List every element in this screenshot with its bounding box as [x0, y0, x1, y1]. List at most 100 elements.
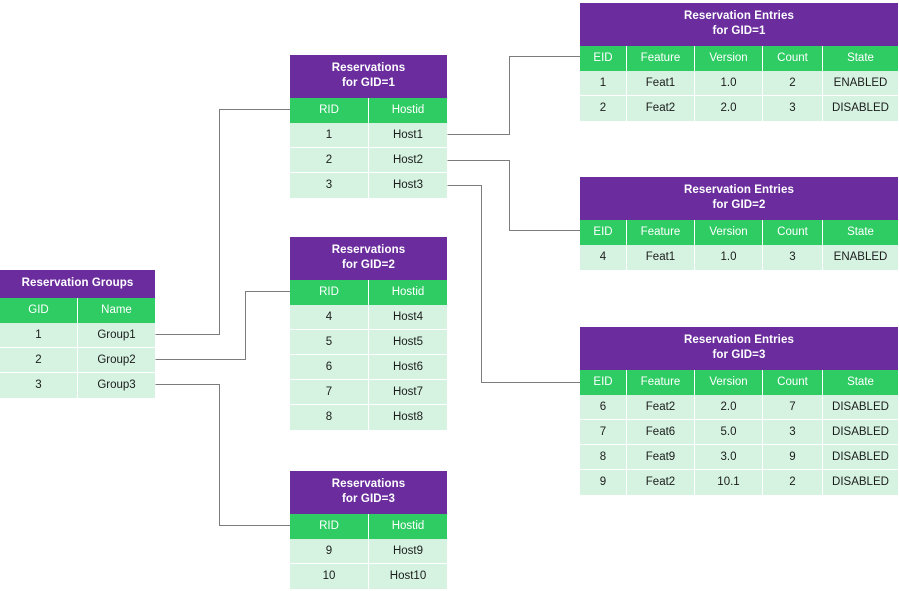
table-row[interactable]: 6 Feat2 2.0 7 DISABLED — [580, 395, 898, 420]
reservations-cell-rid: 9 — [290, 539, 369, 563]
table-row[interactable]: 2 Host2 — [290, 148, 447, 173]
groups-table-title: Reservation Groups — [0, 270, 155, 298]
groups-header-name: Name — [101, 304, 132, 316]
entries-header-feature: Feature — [627, 46, 695, 71]
reservations-header-hostid: Hostid — [391, 520, 425, 532]
table-row[interactable]: 9 Feat2 10.1 2 DISABLED — [580, 470, 898, 495]
entries-cell-version: 1.0 — [695, 245, 763, 270]
title-line-2: for GID=2 — [342, 259, 395, 271]
entries-header-eid: EID — [580, 220, 627, 245]
table-row[interactable]: 5 Host5 — [290, 330, 447, 355]
entries-cell-feature: Feat9 — [627, 445, 695, 469]
entries-cell-version: 2.0 — [695, 96, 763, 121]
table-row[interactable]: 3 Host3 — [290, 173, 447, 198]
groups-cell-name: Group1 — [97, 329, 136, 341]
table-row[interactable]: 7 Host7 — [290, 380, 447, 405]
reservations-table-gid3: Reservations for GID=3 RID Hostid 9 Host… — [290, 471, 447, 589]
table-row[interactable]: 2 Group2 — [0, 348, 155, 373]
reservations-gid2-title: Reservations for GID=2 — [290, 237, 447, 280]
entries-cell-count: 3 — [763, 420, 823, 444]
title-line-2: for GID=3 — [712, 349, 766, 361]
table-row[interactable]: 7 Feat6 5.0 3 DISABLED — [580, 420, 898, 445]
entries-cell-feature: Feat6 — [627, 420, 695, 444]
reservations-table-gid2: Reservations for GID=2 RID Hostid 4 Host… — [290, 237, 447, 430]
entries-header-count: Count — [763, 46, 823, 71]
entries-header-version: Version — [695, 370, 763, 395]
reservations-cell-hostid: Host1 — [392, 129, 424, 141]
table-row[interactable]: 1 Group1 — [0, 323, 155, 348]
entries-gid1-title: Reservation Entries for GID=1 — [580, 3, 898, 46]
entries-cell-feature: Feat2 — [627, 470, 695, 495]
table-row[interactable]: 1 Feat1 1.0 2 ENABLED — [580, 71, 898, 96]
reservations-cell-hostid: Host2 — [392, 154, 424, 166]
entries-cell-state: DISABLED — [832, 401, 889, 413]
connector-group3-to-res3 — [155, 384, 291, 526]
table-row[interactable]: 4 Feat1 1.0 3 ENABLED — [580, 245, 898, 270]
table-row[interactable]: 4 Host4 — [290, 305, 447, 330]
entries-cell-eid: 4 — [580, 245, 627, 270]
entries-cell-feature: Feat2 — [627, 96, 695, 121]
reservation-entries-table-gid2: Reservation Entries for GID=2 EID Featur… — [580, 177, 898, 270]
table-row[interactable]: 8 Host8 — [290, 405, 447, 430]
entries-cell-version: 3.0 — [695, 445, 763, 469]
entries-cell-count: 2 — [763, 470, 823, 495]
groups-cell-gid: 1 — [0, 323, 78, 347]
table-row[interactable]: 3 Group3 — [0, 373, 155, 398]
entries-gid3-header-row: EID Feature Version Count State — [580, 370, 898, 395]
reservations-header-rid: RID — [290, 280, 369, 305]
reservations-header-hostid: Hostid — [391, 286, 425, 298]
table-row[interactable]: 6 Host6 — [290, 355, 447, 380]
groups-title-line: Reservation Groups — [21, 277, 134, 289]
reservations-cell-rid: 7 — [290, 380, 369, 404]
table-row[interactable]: 8 Feat9 3.0 9 DISABLED — [580, 445, 898, 470]
reservations-gid1-title: Reservations for GID=1 — [290, 55, 447, 98]
entries-cell-count: 9 — [763, 445, 823, 469]
reservations-cell-hostid: Host8 — [392, 411, 424, 423]
entries-gid3-title: Reservation Entries for GID=3 — [580, 327, 898, 370]
entries-cell-eid: 7 — [580, 420, 627, 444]
connector-group1-to-res1 — [155, 109, 291, 335]
title-line-1: Reservation Entries — [684, 184, 794, 196]
title-line-2: for GID=1 — [342, 77, 395, 89]
entries-header-count: Count — [763, 220, 823, 245]
groups-cell-gid: 3 — [0, 373, 78, 398]
reservations-cell-hostid: Host4 — [392, 311, 424, 323]
entries-header-feature: Feature — [627, 370, 695, 395]
title-line-2: for GID=1 — [712, 25, 766, 37]
entries-header-state: State — [847, 52, 874, 64]
entries-header-feature: Feature — [627, 220, 695, 245]
title-line-1: Reservations — [331, 478, 406, 490]
connector-host1-to-entries1 — [447, 56, 581, 135]
entries-header-eid: EID — [580, 370, 627, 395]
reservation-entries-table-gid3: Reservation Entries for GID=3 EID Featur… — [580, 327, 898, 495]
reservations-cell-hostid: Host3 — [392, 179, 424, 191]
title-line-1: Reservations — [331, 62, 406, 74]
table-row[interactable]: 9 Host9 — [290, 539, 447, 564]
reservations-header-rid: RID — [290, 514, 369, 539]
reservations-header-hostid: Hostid — [391, 104, 425, 116]
reservations-cell-rid: 10 — [290, 564, 369, 589]
reservations-cell-rid: 5 — [290, 330, 369, 354]
entries-header-eid: EID — [580, 46, 627, 71]
reservations-header-rid: RID — [290, 98, 369, 123]
entries-cell-version: 5.0 — [695, 420, 763, 444]
table-row[interactable]: 1 Host1 — [290, 123, 447, 148]
groups-header-row: GID Name — [0, 298, 155, 323]
table-row[interactable]: 10 Host10 — [290, 564, 447, 589]
entries-header-state: State — [847, 226, 874, 238]
reservations-cell-rid: 1 — [290, 123, 369, 147]
entries-header-state: State — [847, 376, 874, 388]
entries-cell-version: 2.0 — [695, 395, 763, 419]
table-row[interactable]: 2 Feat2 2.0 3 DISABLED — [580, 96, 898, 121]
entries-cell-feature: Feat1 — [627, 71, 695, 95]
title-line-2: for GID=3 — [342, 493, 395, 505]
reservations-gid3-header-row: RID Hostid — [290, 514, 447, 539]
entries-cell-count: 3 — [763, 96, 823, 121]
entries-cell-version: 1.0 — [695, 71, 763, 95]
reservation-groups-table: Reservation Groups GID Name 1 Group1 2 G… — [0, 270, 155, 398]
entries-header-version: Version — [695, 220, 763, 245]
entries-cell-count: 7 — [763, 395, 823, 419]
entries-cell-feature: Feat1 — [627, 245, 695, 270]
reservation-entries-table-gid1: Reservation Entries for GID=1 EID Featur… — [580, 3, 898, 121]
entries-cell-state: DISABLED — [832, 476, 889, 488]
